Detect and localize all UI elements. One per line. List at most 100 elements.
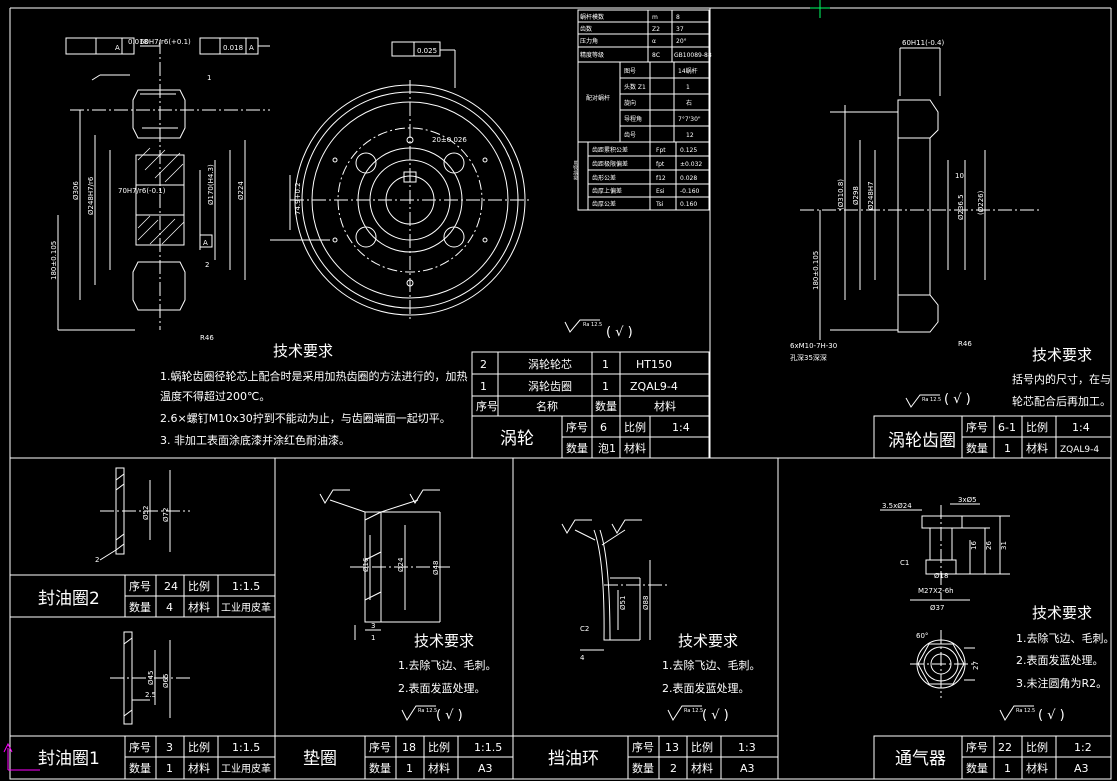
scale-label: 比例 [1026, 420, 1048, 434]
washer-d2: Ø24 [397, 557, 405, 572]
oil-ring-tech-item-1: 1.去除飞边、毛刺。 [662, 658, 761, 672]
mating-value: 7°7'30" [678, 116, 701, 123]
seal2-title-lines [9, 574, 276, 618]
oil-ring-d1: Ø51 [619, 596, 627, 610]
bom-material: HT150 [636, 358, 672, 371]
mating-value: 12 [686, 132, 694, 139]
mating-name: 齿号 [624, 131, 636, 139]
oil-ring-title-block: 挡油环 序号 13 比例 1:3 数量 2 材料 A3 [548, 740, 756, 775]
washer-d3: Ø48 [432, 561, 440, 575]
param-name: 蜗杆模数 [580, 13, 604, 21]
worm-wheel-tech-requirements: 技术要求 1.蜗轮齿圈径轮芯上配合时是采用加热齿圈的方法进行的，加热 温度不得超… [160, 342, 468, 447]
worm-wheel-surface-mark: Ra 12.5 ( √ ) [564, 319, 633, 340]
seq-label: 序号 [129, 579, 151, 593]
material-value: ZQAL9-4 [1060, 445, 1099, 455]
bom-header-seq: 序号 [476, 399, 498, 413]
tol-name: 齿距累积公差 [592, 146, 628, 154]
bom-header-qty: 数量 [595, 400, 617, 413]
mating-name: 旋向 [624, 99, 636, 107]
material-label: 材料 [1026, 441, 1048, 455]
material-label: 材料 [624, 441, 646, 455]
breather-tech-requirements: 技术要求 1.去除飞边、毛刺。 2.表面发蓝处理。 3.未注圆角为R2。 [1016, 604, 1115, 690]
angle-dim: R46 [200, 334, 214, 342]
seal1-title: 封油圈1 [38, 749, 100, 769]
breather-surface-note: ( √ ) [1038, 708, 1065, 723]
scale-label: 比例 [1026, 740, 1048, 754]
seq-label: 序号 [632, 740, 654, 754]
scale-label: 比例 [624, 420, 646, 434]
tol-symbol: Fpt [656, 147, 666, 154]
seal1-d1: Ø45 [147, 671, 155, 685]
tol-value-2: 0.018 [223, 44, 243, 52]
material-label: 材料 [188, 761, 210, 775]
qty-value: 1 [406, 762, 413, 775]
breather-j: 16 [970, 541, 978, 550]
datum-a-2: A [249, 44, 254, 52]
param-value: 37 [676, 26, 684, 33]
mating-group-label: 配对蜗杆 [586, 94, 610, 102]
roughness-label: Ra 12.5 [922, 397, 941, 403]
scale-label: 比例 [691, 740, 713, 754]
scale-label: 比例 [188, 579, 210, 593]
mating-value: 右 [686, 99, 692, 107]
oil-ring-drawing [561, 519, 670, 651]
seal1-drawing [110, 631, 190, 725]
washer-tech-item-1: 1.去除飞边、毛刺。 [398, 658, 497, 672]
worm-wheel-front-dims: 0.025 20±0.026 74.9+0.2 [294, 47, 467, 215]
oil-ring-t: 4 [580, 654, 585, 662]
seal2-title-block: 封油圈2 序号 24 比例 1:1.5 数量 4 材料 工业用皮革 [38, 579, 271, 614]
roughness-label: Ra 12.5 [684, 708, 703, 714]
seq-value: 13 [665, 741, 679, 754]
ring-surface-note: ( √ ) [944, 392, 971, 407]
tech-item-3: 3. 非加工表面涂底漆并涂红色耐油漆。 [160, 433, 350, 447]
param-rows: 蜗杆模数 m 8 齿数 Z2 37 压力角 α 20° 精度等级 8C GB10… [580, 13, 712, 59]
ring-top-dim: 60H11(-0.4) [902, 39, 944, 47]
breather-tech-item-2: 2.表面发蓝处理。 [1016, 653, 1104, 667]
worm-wheel-title: 涡轮 [500, 429, 534, 449]
param-name: 齿数 [580, 25, 592, 33]
washer-t2: 1 [371, 634, 375, 642]
washer-tech-title: 技术要求 [414, 632, 474, 650]
seal2-d1: Ø52 [142, 506, 150, 520]
datum-a-3: A [203, 239, 208, 247]
breather-b: 3xØ5 [958, 496, 977, 504]
breather-h: 27 [972, 661, 980, 670]
gear-ring-surface-mark: Ra 12.5 ( √ ) [905, 392, 971, 408]
washer-tech-item-2: 2.表面发蓝处理。 [398, 681, 486, 695]
oil-ring-surface-note: ( √ ) [702, 708, 729, 723]
center-dist-dim: 180±0.105 [50, 241, 58, 280]
dia-224: Ø224 [237, 181, 245, 200]
seal1-title-block: 封油圈1 序号 3 比例 1:1.5 数量 1 材料 工业用皮革 [38, 740, 271, 775]
washer-drawing [319, 489, 450, 640]
param-value: GB10089-88 [674, 52, 712, 59]
leader-1: 1 [207, 74, 211, 82]
tol-name: 齿厚公差 [592, 200, 616, 208]
bom-name: 涡轮齿圈 [528, 379, 572, 393]
gear-ring-tech-requirements: 技术要求 括号内的尺寸，在与 轮芯配合后再加工。 [1012, 346, 1111, 408]
seal2-drawing [99, 467, 190, 561]
ring-tech-title: 技术要求 [1032, 346, 1092, 364]
material-label: 材料 [188, 600, 210, 614]
seq-label: 序号 [966, 740, 988, 754]
scale-value: 1:2 [1074, 741, 1092, 754]
oil-ring-d2: Ø88 [642, 596, 650, 610]
seal2-dims: Ø52 Ø72 2 [95, 506, 170, 564]
tol-value: -0.160 [680, 188, 700, 195]
oil-ring-dims: Ø51 Ø88 C2 4 [580, 596, 650, 662]
param-symbol: Z2 [652, 26, 660, 33]
dia-248: Ø248H7/r6 [87, 176, 95, 215]
scale-label: 比例 [428, 740, 450, 754]
tech-item-1: 1.蜗轮齿圈径轮芯上配合时是采用加热齿圈的方法进行的，加热 [160, 369, 468, 383]
seq-value: 18 [402, 741, 416, 754]
washer-dims: Ø16 Ø24 Ø48 3 1 [362, 557, 440, 642]
material-value: A3 [1074, 762, 1089, 775]
oil-ring-tech-item-2: 2.表面发蓝处理。 [662, 681, 750, 695]
tol-value-3: 0.025 [417, 47, 437, 55]
qty-value: 4 [166, 601, 173, 614]
breather-c: C1 [900, 559, 909, 567]
param-value: 20° [676, 38, 687, 45]
qty-label: 数量 [966, 442, 988, 455]
tol-symbol: Esi [656, 188, 665, 195]
param-symbol: 8C [652, 52, 660, 59]
